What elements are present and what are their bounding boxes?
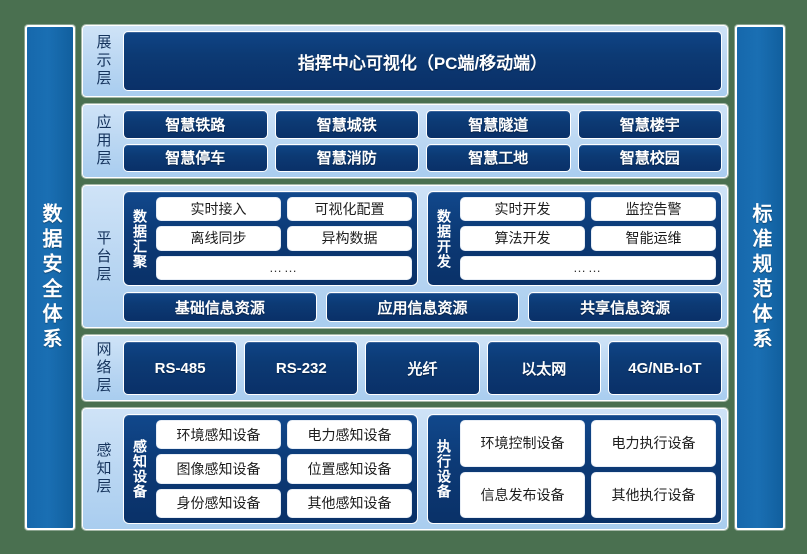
network-item-rs485[interactable]: RS-485 xyxy=(123,341,238,395)
dev-item-realtime-development[interactable]: 实时开发 xyxy=(460,197,585,222)
sense-item-other[interactable]: 其他感知设备 xyxy=(287,488,412,518)
platform-resources-row: 基础信息资源 应用信息资源 共享信息资源 xyxy=(123,292,723,322)
layer-platform-label-text: 平台层 xyxy=(94,229,112,284)
perception-groups: 感知设备 环境感知设备 电力感知设备 图像感知设备 位置感知设备 xyxy=(123,414,722,524)
sensing-row-3: 身份感知设备 其他感知设备 xyxy=(156,488,412,518)
sensing-row-1: 环境感知设备 电力感知设备 xyxy=(156,420,412,450)
layer-perception: 感知层 感知设备 环境感知设备 电力感知设备 xyxy=(82,408,728,530)
actuating-row-1: 环境控制设备 电力执行设备 xyxy=(460,420,716,467)
resource-item-application-info[interactable]: 应用信息资源 xyxy=(325,292,520,322)
dev-item-more[interactable]: …… xyxy=(460,255,716,280)
resource-item-basic-info[interactable]: 基础信息资源 xyxy=(123,292,317,322)
dev-item-monitoring-alarm[interactable]: 监控告警 xyxy=(591,197,716,222)
agg-item-heterogeneous-data[interactable]: 异构数据 xyxy=(287,226,412,251)
display-item-command-center[interactable]: 指挥中心可视化（PC端/移动端） xyxy=(123,31,722,91)
network-item-4g-nbiot[interactable]: 4G/NB-IoT xyxy=(607,341,723,395)
aggregation-row-2: 离线同步 异构数据 xyxy=(156,226,412,251)
group-data-aggregation-label-text: 数据汇聚 xyxy=(132,208,148,269)
layer-application-body: 智慧铁路 智慧城铁 智慧隧道 智慧楼宇 智慧停车 智慧消防 智慧工地 智慧校园 xyxy=(123,110,722,172)
layer-platform-label: 平台层 xyxy=(88,191,118,322)
group-sensing-devices-label: 感知设备 xyxy=(129,420,151,518)
aggregation-row-3: …… xyxy=(156,255,412,280)
layer-network-label: 网络层 xyxy=(88,341,118,395)
group-data-development-label: 数据开发 xyxy=(433,197,455,280)
app-item-smart-firefighting[interactable]: 智慧消防 xyxy=(274,143,419,172)
act-item-environment-control[interactable]: 环境控制设备 xyxy=(460,420,585,467)
layer-display-label: 展示层 xyxy=(88,31,118,91)
sense-item-identity[interactable]: 身份感知设备 xyxy=(156,488,281,518)
development-row-3: …… xyxy=(460,255,716,280)
app-item-smart-campus[interactable]: 智慧校园 xyxy=(577,143,722,172)
layer-perception-label-text: 感知层 xyxy=(94,442,112,496)
agg-item-realtime-ingest[interactable]: 实时接入 xyxy=(156,197,281,222)
sensing-row-2: 图像感知设备 位置感知设备 xyxy=(156,454,412,484)
layer-network-body: RS-485 RS-232 光纤 以太网 4G/NB-IoT xyxy=(123,341,723,395)
layer-display-body: 指挥中心可视化（PC端/移动端） xyxy=(123,31,722,91)
layer-application: 应用层 智慧铁路 智慧城铁 智慧隧道 智慧楼宇 智慧停车 智慧消防 智慧工地 智… xyxy=(82,104,728,178)
app-item-smart-building[interactable]: 智慧楼宇 xyxy=(577,110,722,139)
group-data-development-grid: 实时开发 监控告警 算法开发 智能运维 …… xyxy=(460,197,716,280)
group-data-aggregation: 数据汇聚 实时接入 可视化配置 离线同步 异构数据 xyxy=(123,191,418,286)
agg-item-more[interactable]: …… xyxy=(156,255,412,280)
layer-network-label-text: 网络层 xyxy=(94,341,112,395)
layer-perception-body: 感知设备 环境感知设备 电力感知设备 图像感知设备 位置感知设备 xyxy=(123,414,722,524)
layer-application-label-text: 应用层 xyxy=(94,114,112,168)
act-item-other[interactable]: 其他执行设备 xyxy=(591,471,716,518)
layer-perception-label: 感知层 xyxy=(88,414,118,524)
resource-item-shared-info[interactable]: 共享信息资源 xyxy=(528,292,723,322)
network-item-fiber[interactable]: 光纤 xyxy=(365,341,480,395)
layer-network: 网络层 RS-485 RS-232 光纤 以太网 4G/NB-IoT xyxy=(82,335,728,401)
app-item-smart-urban-rail[interactable]: 智慧城铁 xyxy=(274,110,419,139)
application-row-2: 智慧停车 智慧消防 智慧工地 智慧校园 xyxy=(123,143,722,172)
group-actuating-devices-grid: 环境控制设备 电力执行设备 信息发布设备 其他执行设备 xyxy=(460,420,716,518)
dev-item-algorithm-development[interactable]: 算法开发 xyxy=(460,226,585,251)
group-actuating-devices: 执行设备 环境控制设备 电力执行设备 信息发布设备 其他执行设备 xyxy=(427,414,722,524)
app-item-smart-construction-site[interactable]: 智慧工地 xyxy=(426,143,571,172)
network-row: RS-485 RS-232 光纤 以太网 4G/NB-IoT xyxy=(123,341,723,395)
right-pillar-standards: 标准规范体系 xyxy=(735,25,785,530)
agg-item-offline-sync[interactable]: 离线同步 xyxy=(156,226,281,251)
group-data-development: 数据开发 实时开发 监控告警 算法开发 智能运维 xyxy=(427,191,722,286)
group-sensing-devices-label-text: 感知设备 xyxy=(132,439,148,499)
group-sensing-devices-grid: 环境感知设备 电力感知设备 图像感知设备 位置感知设备 身份感知设备 其他感知设… xyxy=(156,420,412,518)
agg-item-visual-config[interactable]: 可视化配置 xyxy=(287,197,412,222)
layer-platform: 平台层 数据汇聚 实时接入 可视化配置 xyxy=(82,185,728,328)
development-row-2: 算法开发 智能运维 xyxy=(460,226,716,251)
sense-item-location[interactable]: 位置感知设备 xyxy=(287,454,412,484)
aggregation-row-1: 实时接入 可视化配置 xyxy=(156,197,412,222)
group-actuating-devices-label: 执行设备 xyxy=(433,420,455,518)
sense-item-environment[interactable]: 环境感知设备 xyxy=(156,420,281,450)
display-row: 指挥中心可视化（PC端/移动端） xyxy=(123,31,722,91)
dev-item-intelligent-ops[interactable]: 智能运维 xyxy=(591,226,716,251)
sense-item-image[interactable]: 图像感知设备 xyxy=(156,454,281,484)
right-pillar-label: 标准规范体系 xyxy=(749,202,771,353)
layer-application-label: 应用层 xyxy=(88,110,118,172)
layer-platform-body: 数据汇聚 实时接入 可视化配置 离线同步 异构数据 xyxy=(123,191,723,322)
network-item-rs232[interactable]: RS-232 xyxy=(244,341,359,395)
layer-display: 展示层 指挥中心可视化（PC端/移动端） xyxy=(82,25,728,97)
layer-display-label-text: 展示层 xyxy=(94,34,112,88)
group-data-development-label-text: 数据开发 xyxy=(436,208,452,269)
act-item-info-publishing[interactable]: 信息发布设备 xyxy=(460,471,585,518)
platform-groups: 数据汇聚 实时接入 可视化配置 离线同步 异构数据 xyxy=(123,191,722,286)
app-item-smart-railway[interactable]: 智慧铁路 xyxy=(123,110,268,139)
development-row-1: 实时开发 监控告警 xyxy=(460,197,716,222)
act-item-power-actuator[interactable]: 电力执行设备 xyxy=(591,420,716,467)
group-sensing-devices: 感知设备 环境感知设备 电力感知设备 图像感知设备 位置感知设备 xyxy=(123,414,418,524)
layer-stack: 展示层 指挥中心可视化（PC端/移动端） 应用层 智慧铁路 智慧城铁 智慧隧道 … xyxy=(82,25,728,530)
group-data-aggregation-grid: 实时接入 可视化配置 离线同步 异构数据 …… xyxy=(156,197,412,280)
group-actuating-devices-label-text: 执行设备 xyxy=(436,439,452,499)
network-item-ethernet[interactable]: 以太网 xyxy=(486,341,601,395)
app-item-smart-tunnel[interactable]: 智慧隧道 xyxy=(426,110,571,139)
actuating-row-2: 信息发布设备 其他执行设备 xyxy=(460,471,716,518)
sense-item-power[interactable]: 电力感知设备 xyxy=(287,420,412,450)
left-pillar-data-security: 数据安全体系 xyxy=(25,25,75,530)
application-row-1: 智慧铁路 智慧城铁 智慧隧道 智慧楼宇 xyxy=(123,110,722,139)
app-item-smart-parking[interactable]: 智慧停车 xyxy=(123,143,268,172)
group-data-aggregation-label: 数据汇聚 xyxy=(129,197,151,280)
left-pillar-label: 数据安全体系 xyxy=(39,202,61,353)
